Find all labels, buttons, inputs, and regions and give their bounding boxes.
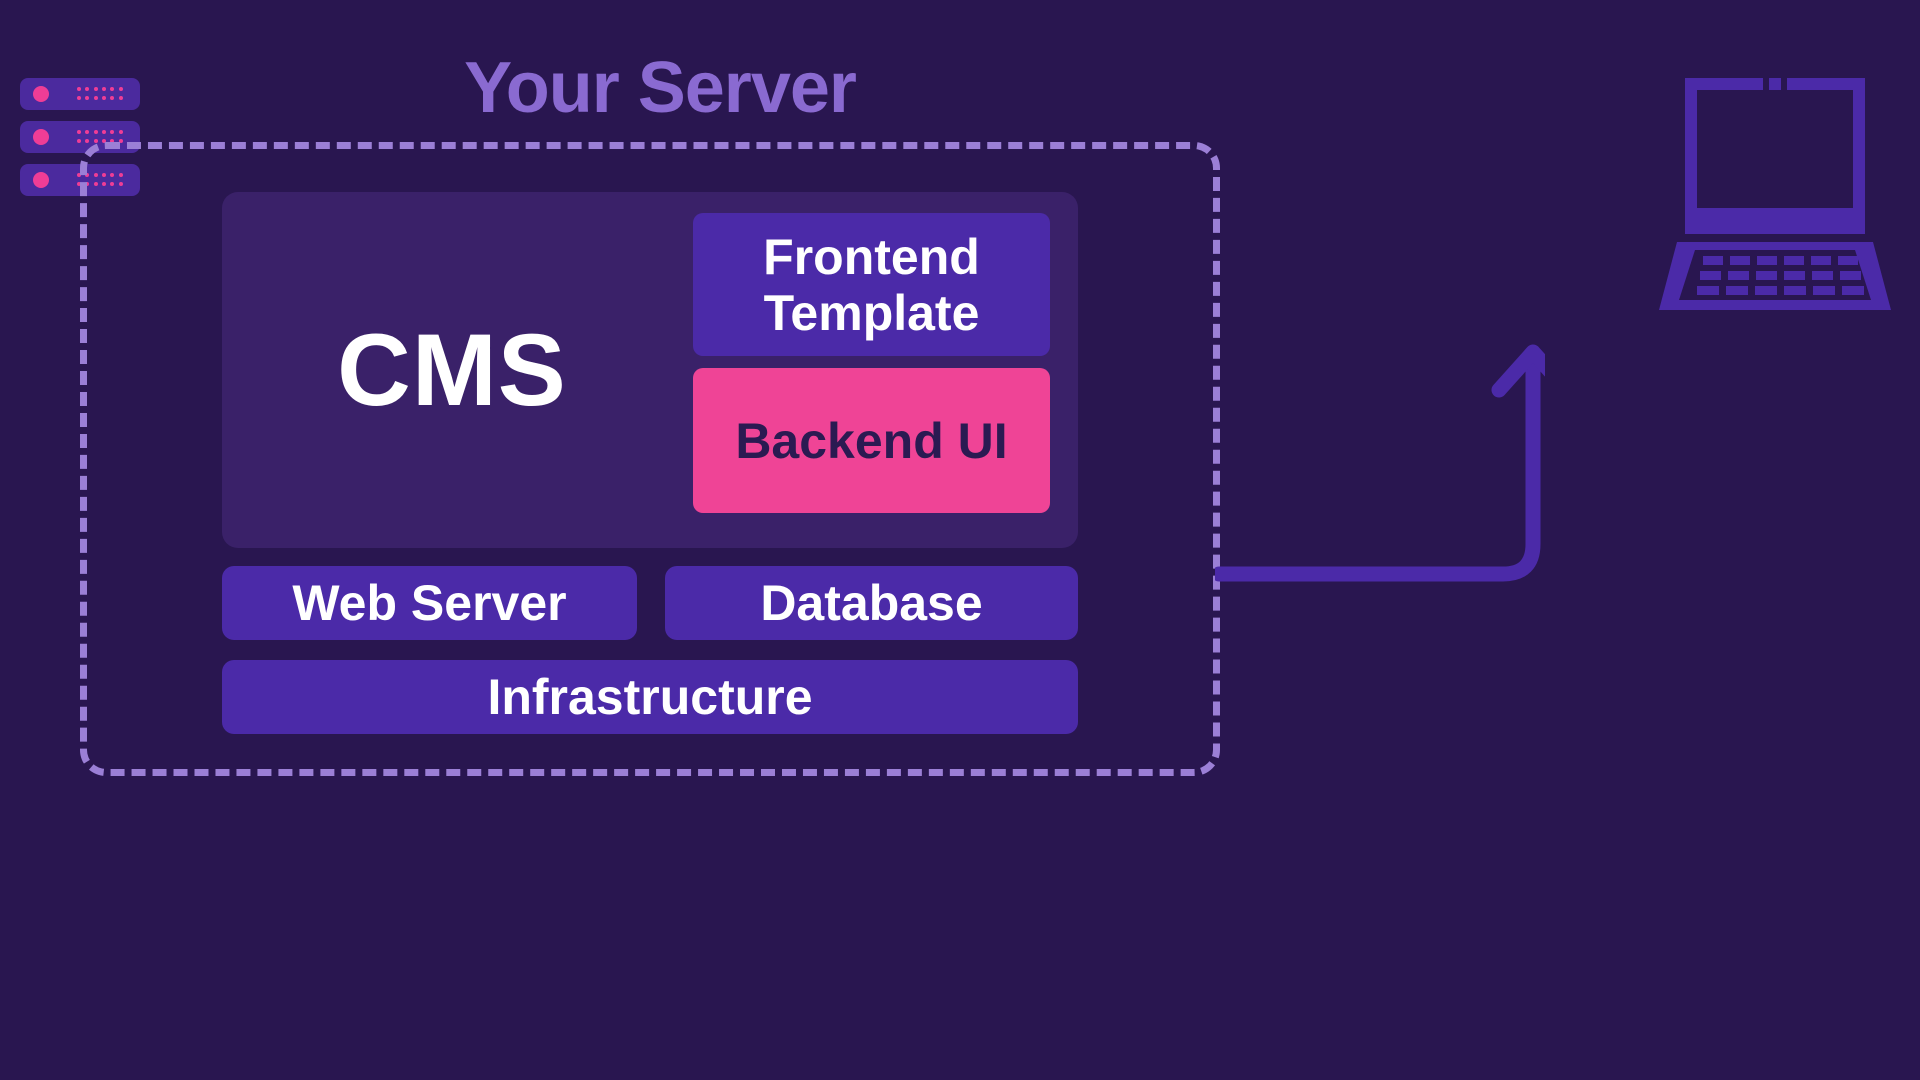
infrastructure-box[interactable]: Infrastructure <box>222 660 1078 734</box>
frontend-template-box[interactable]: Frontend Template <box>693 213 1050 356</box>
server-vent-dots-icon <box>77 130 125 145</box>
deploy-arrow-icon <box>1211 330 1575 590</box>
server-boundary-box <box>80 142 1220 776</box>
page-title: Your Server <box>464 48 857 128</box>
server-status-led-icon <box>33 129 49 145</box>
server-status-led-icon <box>33 172 49 188</box>
server-rack-unit <box>20 78 140 110</box>
web-server-box[interactable]: Web Server <box>222 566 637 640</box>
server-status-led-icon <box>33 86 49 102</box>
laptop-icon <box>1655 60 1895 310</box>
server-rack-icon <box>20 78 140 198</box>
server-vent-dots-icon <box>77 87 125 102</box>
database-box[interactable]: Database <box>665 566 1078 640</box>
server-vent-dots-icon <box>77 173 125 188</box>
backend-ui-box[interactable]: Backend UI <box>693 368 1050 513</box>
cms-container: CMS Frontend Template Backend UI <box>222 192 1078 548</box>
cms-label: CMS <box>337 312 567 427</box>
